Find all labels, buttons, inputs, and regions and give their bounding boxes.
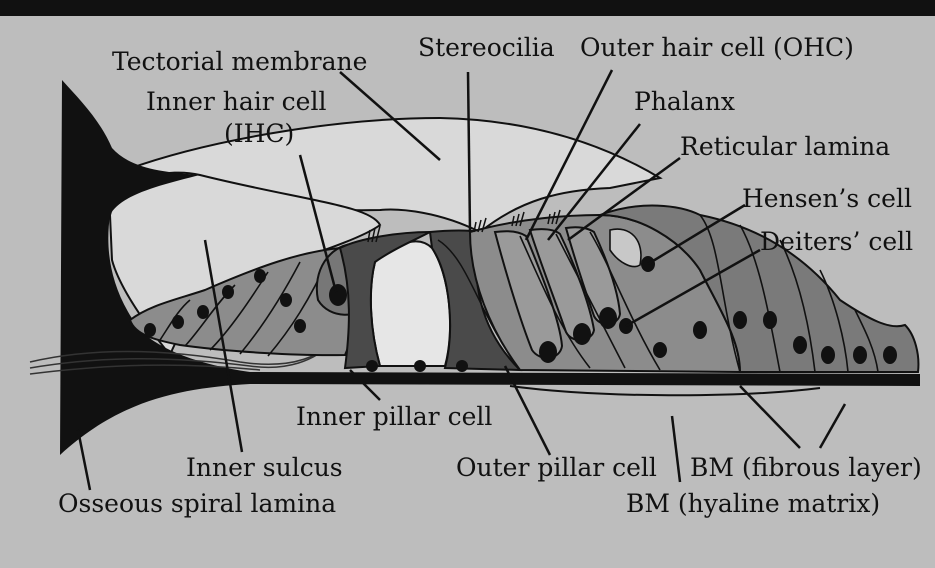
label-phalanx: Phalanx xyxy=(634,87,735,116)
label-deiters-cell: Deiters’ cell xyxy=(760,227,913,256)
label-inner-hair-cell-line2: (IHC) xyxy=(224,119,294,148)
top-border xyxy=(0,0,935,16)
label-osseous-spiral-lamina: Osseous spiral lamina xyxy=(58,489,336,518)
inner-hair-cell-nucleus xyxy=(329,284,347,306)
basilar-membrane-fibrous-layer xyxy=(250,372,920,386)
label-inner-pillar-cell: Inner pillar cell xyxy=(296,402,492,431)
organ-of-corti-diagram: Tectorial membrane Stereocilia Outer hai… xyxy=(0,16,935,568)
label-bm-fibrous-layer: BM (fibrous layer) xyxy=(690,453,922,482)
label-hensens-cell: Hensen’s cell xyxy=(742,184,912,213)
label-tectorial-membrane: Tectorial membrane xyxy=(112,47,367,76)
label-reticular-lamina: Reticular lamina xyxy=(680,132,890,161)
label-inner-hair-cell-line1: Inner hair cell xyxy=(146,87,326,116)
label-inner-sulcus: Inner sulcus xyxy=(186,453,343,482)
basilar-membrane-hyaline-matrix xyxy=(510,386,820,395)
label-outer-hair-cell: Outer hair cell (OHC) xyxy=(580,33,854,62)
label-stereocilia: Stereocilia xyxy=(418,33,555,62)
label-outer-pillar-cell: Outer pillar cell xyxy=(456,453,657,482)
label-bm-hyaline-matrix: BM (hyaline matrix) xyxy=(626,489,880,518)
